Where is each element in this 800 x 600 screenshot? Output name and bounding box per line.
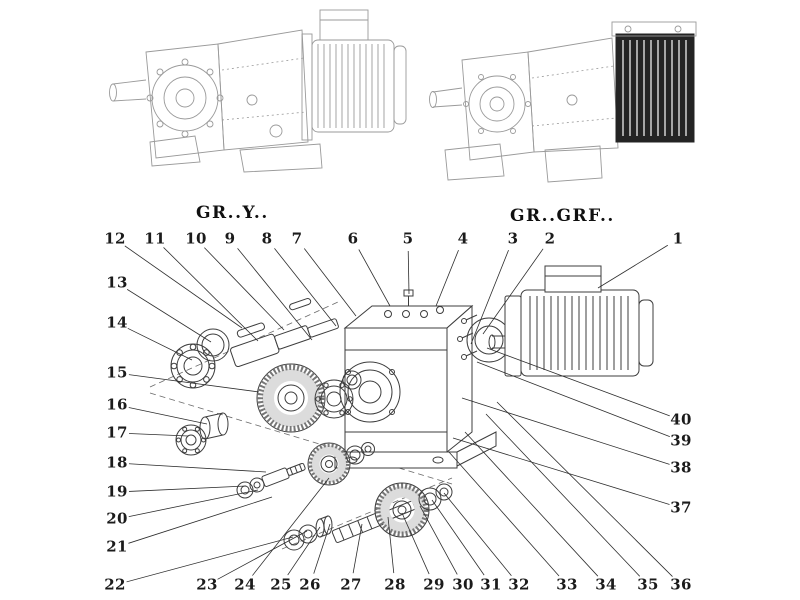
exploded-view (170, 265, 654, 551)
leader-line-2 (482, 248, 544, 335)
leader-line-16 (128, 407, 208, 425)
leader-line-24 (252, 477, 330, 576)
shaft-key (236, 322, 265, 338)
gearbox-housing (334, 289, 497, 469)
leader-line-40 (486, 347, 670, 417)
leader-line-18 (128, 463, 267, 473)
bottom-shaft-set (283, 482, 453, 551)
model-title-left: GR..Y.. (196, 203, 269, 223)
leader-line-1 (597, 244, 668, 289)
motor (488, 265, 654, 377)
gearmotor-drawing-right (429, 21, 697, 183)
leader-line-31 (431, 499, 485, 576)
leader-line-34 (464, 431, 599, 577)
leader-line-17 (128, 433, 189, 437)
intermediate-gear-set (307, 442, 375, 486)
leader-line-22 (126, 536, 294, 583)
leader-line-3 (470, 249, 509, 345)
input-pinion-set (236, 462, 306, 499)
terminal-box (544, 265, 602, 293)
leader-line-6 (358, 249, 391, 307)
leader-line-35 (485, 413, 641, 577)
leader-line-12 (124, 245, 243, 329)
leader-line-38 (461, 397, 670, 465)
motor-fin-block (615, 33, 695, 143)
leader-line-7 (303, 248, 357, 317)
leader-line-11 (163, 247, 259, 342)
leader-line-21 (128, 496, 273, 544)
bushing-and-bearing (175, 412, 229, 456)
leader-lines-layer (124, 244, 673, 583)
leader-line-27 (352, 523, 363, 574)
gearmotor-drawing-left (109, 9, 407, 173)
leader-line-9 (237, 248, 313, 341)
leader-line-28 (387, 516, 395, 574)
leader-line-32 (443, 492, 512, 576)
shaft-key-2 (289, 298, 312, 311)
leader-line-5 (407, 250, 410, 295)
leader-line-36 (496, 401, 673, 577)
leader-line-10 (204, 247, 285, 331)
output-shaft (230, 298, 339, 368)
leader-line-15 (128, 374, 260, 393)
seal-and-bearing (170, 328, 230, 389)
vent-plug (403, 289, 414, 297)
leader-line-19 (128, 485, 247, 492)
leader-line-37 (452, 437, 670, 505)
leader-line-23 (217, 530, 308, 580)
leader-line-29 (401, 512, 430, 575)
leader-line-33 (448, 451, 560, 577)
leader-line-39 (476, 361, 670, 438)
leader-line-13 (126, 289, 212, 343)
leader-line-20 (128, 489, 259, 517)
leader-line-25 (287, 526, 321, 576)
leader-line-8 (274, 248, 337, 327)
leader-line-14 (127, 327, 193, 361)
leader-line-26 (313, 523, 331, 574)
model-title-right: GR..GRF.. (510, 206, 615, 226)
output-gear-set (256, 363, 362, 433)
leader-line-4 (435, 249, 459, 307)
leader-line-30 (419, 505, 458, 575)
fan-cover (638, 299, 654, 367)
